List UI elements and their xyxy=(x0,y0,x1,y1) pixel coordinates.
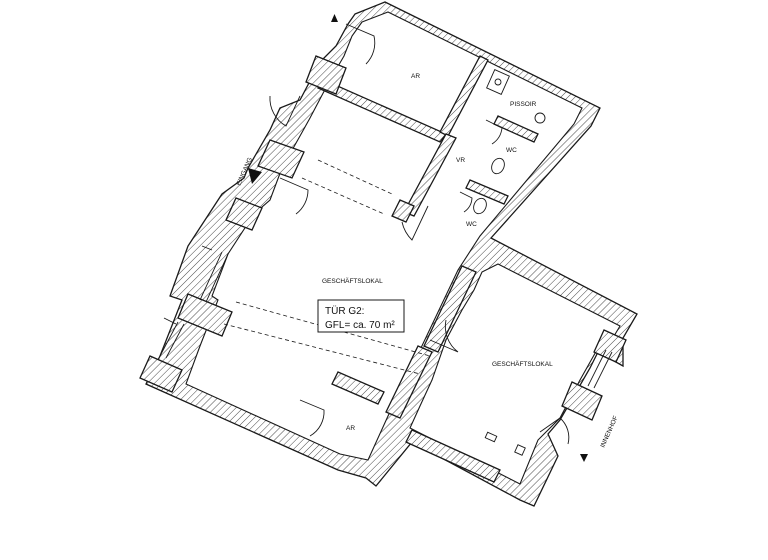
room-labels: AR PISSOIR WC VR WC GESCHÄFTSLOKAL GESCH… xyxy=(322,73,553,432)
wall-right-bottom xyxy=(405,429,501,483)
door-wc-upper xyxy=(485,119,503,145)
window-left-1b xyxy=(205,253,229,303)
pier-upper-ar xyxy=(305,55,347,95)
info-box-line1: TÜR G2: xyxy=(325,305,364,317)
shaft-icon xyxy=(514,444,526,456)
wall-wc-partition xyxy=(465,179,509,205)
pier-right-side xyxy=(561,381,603,421)
wall-pissoir xyxy=(493,115,539,143)
pier-entrance xyxy=(257,139,305,179)
dash-line-4 xyxy=(223,323,421,375)
door-between xyxy=(429,319,459,353)
wall-right-lower xyxy=(385,345,433,419)
washbasin-drain-icon xyxy=(494,78,502,86)
room-label-wc-lower: WC xyxy=(466,221,477,228)
south-marker-icon xyxy=(580,454,588,462)
door-wc-lower xyxy=(459,191,473,213)
north-marker-icon xyxy=(331,14,338,22)
info-box-frame xyxy=(317,299,405,333)
room-label-geschaeftslokal-right: GESCHÄFTSLOKAL xyxy=(492,360,553,368)
wall-vr-lower xyxy=(391,199,415,223)
door-ar-bottom xyxy=(299,399,325,437)
meter-box-icon xyxy=(484,431,498,443)
door-upper-left xyxy=(269,95,301,127)
dash-line-2 xyxy=(301,177,385,215)
room-label-wc-upper: WC xyxy=(506,147,517,154)
toilet-lower-icon xyxy=(473,197,487,215)
fixtures xyxy=(473,69,546,456)
room-label-ar-bottom: AR xyxy=(346,425,355,432)
wall-ar-bottom xyxy=(331,371,385,405)
markers xyxy=(248,14,588,462)
window-left-2b xyxy=(165,323,185,359)
window-right-a xyxy=(587,349,607,387)
internal-walls xyxy=(139,55,627,483)
pier-middle-left xyxy=(177,293,233,337)
urinal-icon xyxy=(534,112,546,124)
pier-right-top xyxy=(593,329,627,363)
window-tick-1 xyxy=(201,245,213,251)
room-label-ar-top: AR xyxy=(411,73,420,80)
window-tick-2 xyxy=(163,317,177,325)
room-label-vr: VR xyxy=(456,157,465,164)
wall-wc-block xyxy=(403,133,457,217)
room-label-pissoir: PISSOIR xyxy=(510,101,537,108)
pier-upper-left xyxy=(225,197,263,231)
windows xyxy=(159,245,613,389)
info-box-line2: GFL= ca. 70 m² xyxy=(325,320,395,331)
outer-walls xyxy=(145,1,638,507)
window-left-1a xyxy=(199,251,223,301)
window-right-b xyxy=(593,351,613,389)
toilet-upper-icon xyxy=(491,157,505,175)
pier-lower-left xyxy=(139,355,183,393)
wall-between-units xyxy=(423,265,477,353)
door-top-ar xyxy=(345,23,376,65)
door-innenhof xyxy=(539,417,570,445)
label-innenhof: INNENHOF xyxy=(599,415,619,449)
window-left-2a xyxy=(159,321,179,357)
entrance-arrow-icon xyxy=(248,168,262,184)
info-box: TÜR G2: GFL= ca. 70 m² xyxy=(317,299,405,333)
room-label-geschaeftslokal-left: GESCHÄFTSLOKAL xyxy=(322,277,383,285)
doors xyxy=(269,23,570,445)
door-vr xyxy=(401,205,429,241)
door-entrance xyxy=(279,177,309,215)
